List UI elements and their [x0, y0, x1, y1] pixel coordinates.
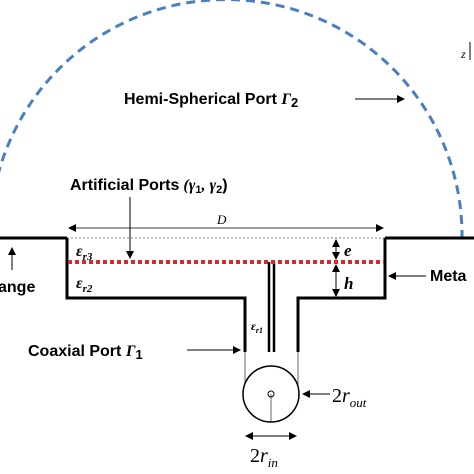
cavity-outline	[65, 238, 247, 352]
label-eps-r1: εr1	[251, 319, 263, 335]
label-r-in: 2rin	[250, 445, 278, 470]
label-eps-r3: εr3	[76, 243, 93, 263]
cavity-outline-right	[296, 238, 387, 352]
label-z-axis: z	[460, 47, 466, 61]
label-e: e	[344, 241, 352, 260]
label-r-out: 2rout	[332, 385, 367, 410]
label-artificial-ports: Artificial Ports(γ1, γ2)	[70, 177, 228, 196]
label-eps-r2: εr2	[76, 275, 93, 295]
hemispherical-port-arc	[0, 0, 464, 239]
label-metal: Meta	[430, 268, 467, 285]
label-h: h	[344, 274, 353, 293]
label-D: D	[216, 212, 227, 227]
label-hemispherical-port: Hemi-Spherical Port Γ2	[124, 91, 298, 110]
label-flange: ange	[0, 279, 35, 296]
label-coaxial-port: Coaxial Port Γ1	[28, 343, 143, 362]
